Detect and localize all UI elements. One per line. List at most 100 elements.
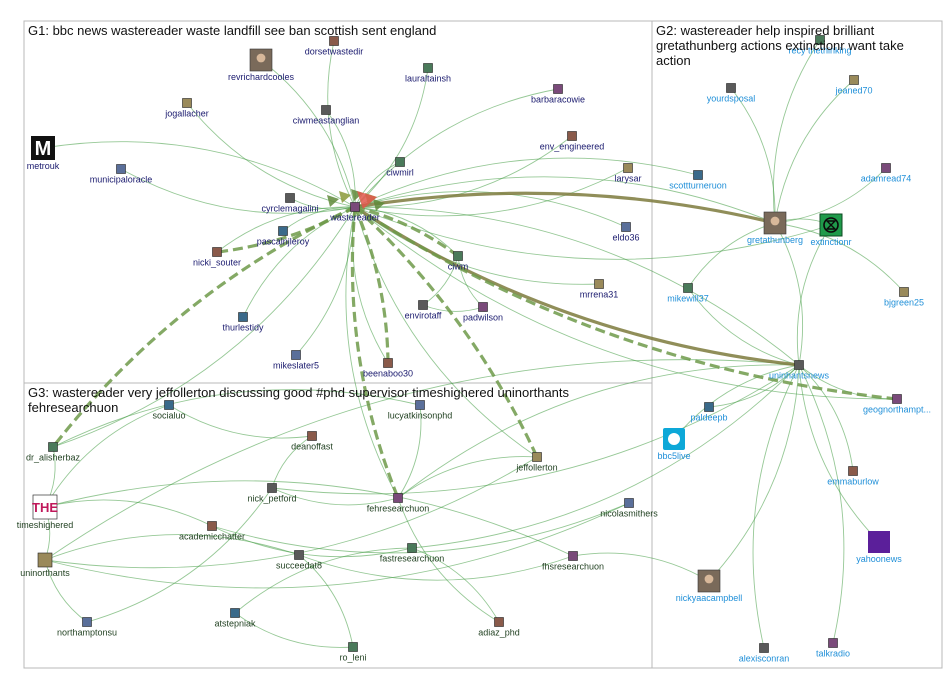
edge-thurlestidy-wastereader	[242, 206, 356, 318]
node-ciwmirl[interactable]: ciwmirl	[386, 157, 414, 178]
edge-nicolasmithers-uninorthants	[44, 502, 630, 589]
node-dr_alisherbaz[interactable]: dr_alisherbaz	[26, 442, 81, 463]
node-label: metrouk	[27, 161, 60, 171]
node-label: uninorthants	[20, 568, 70, 578]
node-nicolasmithers[interactable]: nicolasmithers	[600, 498, 658, 519]
node-padwilson[interactable]: padwilson	[463, 302, 503, 323]
avatar-icon	[285, 193, 295, 203]
avatar-icon	[383, 358, 393, 368]
node-uninorthants[interactable]: uninorthants	[20, 552, 70, 578]
avatar-icon	[494, 617, 504, 627]
edge-emmaburlow-uninhantsnews	[798, 364, 854, 472]
node-jogallacher[interactable]: jogallacher	[164, 98, 209, 119]
node-yahoonews[interactable]: yahoonews	[856, 531, 902, 564]
node-nicki_souter[interactable]: nicki_souter	[193, 247, 241, 268]
node-lauraltainsh[interactable]: lauraltainsh	[405, 63, 451, 84]
node-geognorthampt[interactable]: geognorthampt...	[863, 394, 931, 415]
node-label: jeaned70	[834, 86, 872, 96]
node-dorsetwastedir[interactable]: dorsetwastedir	[305, 36, 364, 57]
node-env_engineered[interactable]: env_engineered	[540, 131, 605, 152]
node-nickyaacampbell[interactable]: nickyaacampbell	[676, 569, 743, 603]
avatar-icon	[238, 312, 248, 322]
node-label: timeshighered	[17, 520, 74, 530]
node-cyrclemagalini[interactable]: cyrclemagalini	[261, 193, 319, 214]
edge-jeffollerton-fehresearchuon	[397, 456, 538, 499]
avatar-icon	[567, 131, 577, 141]
node-bbc5live[interactable]: bbc5live	[657, 428, 691, 461]
node-talkradio[interactable]: talkradio	[816, 638, 850, 659]
node-revrichardcooles[interactable]: revrichardcooles	[228, 48, 295, 82]
node-atstepniak[interactable]: atstepniak	[214, 608, 256, 629]
node-ciwmeastanglian[interactable]: ciwmeastanglian	[293, 105, 360, 126]
edge-adamread74-gretathunberg	[774, 167, 887, 224]
group-title-g2: G2: wastereader help inspired brilliant …	[656, 23, 908, 68]
node-deanoffast[interactable]: deanoffast	[291, 431, 333, 452]
avatar-icon	[423, 63, 433, 73]
node-beenaboo30[interactable]: beenaboo30	[363, 358, 413, 379]
node-mrrena31[interactable]: mrrena31	[580, 279, 619, 300]
edge-uninhantsnews-nick_petford	[271, 364, 800, 495]
node-adamread74[interactable]: adamread74	[861, 163, 912, 184]
edge-uninhantsnews-gretathunberg	[774, 222, 803, 366]
node-municipaloracle[interactable]: municipaloracle	[90, 164, 153, 185]
node-envirotaff[interactable]: envirotaff	[405, 300, 442, 321]
weighted-edge-wastereader-gretathunberg	[354, 191, 776, 225]
edge-larysar-wastereader	[354, 167, 629, 217]
node-label: mrrena31	[580, 290, 619, 300]
node-jeffollerton[interactable]: jeffollerton	[515, 452, 558, 473]
node-ro_leni[interactable]: ro_leni	[339, 642, 367, 663]
node-barbaracowie[interactable]: barbaracowie	[531, 84, 585, 105]
node-paldeepb[interactable]: paldeepb	[690, 402, 728, 423]
node-uninhantsnews[interactable]: uninhantsnews	[769, 360, 830, 381]
avatar-icon	[164, 400, 174, 410]
node-label: ciwm	[448, 262, 469, 272]
node-adiaz_phd[interactable]: adiaz_phd	[478, 617, 520, 638]
node-label: mikewill37	[667, 294, 709, 304]
node-label: fehresearchuon	[367, 504, 430, 514]
node-yourdsposal[interactable]: yourdsposal	[707, 83, 756, 104]
avatar-icon	[624, 498, 634, 508]
node-label: barbaracowie	[531, 95, 585, 105]
node-pascalnjleroy[interactable]: pascalnjleroy	[257, 226, 310, 247]
node-extinctionr[interactable]: extinctionr	[810, 213, 852, 247]
node-label: nicolasmithers	[600, 509, 658, 519]
node-wastereader[interactable]: wastereader	[329, 202, 380, 223]
node-label: larysar	[614, 174, 641, 184]
node-label: uninhantsnews	[769, 371, 830, 381]
node-label: jogallacher	[164, 109, 209, 119]
node-eldo36[interactable]: eldo36	[612, 222, 640, 243]
node-mikeslater5[interactable]: mikeslater5	[273, 350, 319, 371]
node-bjgreen25[interactable]: bjgreen25	[884, 287, 924, 308]
node-fhsresearchuon[interactable]: fhsresearchuon	[542, 551, 604, 572]
edge-jeffollerton-uninorthants	[44, 456, 538, 569]
node-recythethinking[interactable]: recy thethinking	[788, 35, 852, 56]
node-succeedat8[interactable]: succeedat8	[276, 550, 322, 571]
metro-logo-icon: M	[31, 136, 55, 160]
node-fehresearchuon[interactable]: fehresearchuon	[367, 493, 430, 514]
node-mikewill37[interactable]: mikewill37	[667, 283, 709, 304]
node-ciwm[interactable]: ciwm	[448, 251, 469, 272]
node-lucyatkinsonphd[interactable]: lucyatkinsonphd	[388, 400, 453, 421]
node-thurlestidy[interactable]: thurlestidy	[222, 312, 264, 333]
node-jeaned70[interactable]: jeaned70	[834, 75, 873, 96]
node-socialuo[interactable]: socialuo	[152, 400, 186, 421]
node-nick_petford[interactable]: nick_petford	[247, 483, 297, 504]
node-larysar[interactable]: larysar	[614, 163, 642, 184]
group-title-g1: G1: bbc news wastereader waste landfill …	[28, 23, 436, 38]
node-emmaburlow[interactable]: emmaburlow	[827, 466, 879, 487]
node-alexisconran[interactable]: alexisconran	[739, 643, 790, 664]
node-northamptonsu[interactable]: northamptonsu	[57, 617, 117, 638]
node-fastresearchuon[interactable]: fastresearchuon	[380, 543, 445, 564]
node-gretathunberg[interactable]: gretathunberg	[747, 211, 803, 245]
group-box-g1	[23, 20, 653, 384]
person-photo-icon	[763, 211, 787, 235]
node-scottturneruon[interactable]: scottturneruon	[669, 170, 727, 191]
node-academicchatter[interactable]: academicchatter	[179, 521, 245, 542]
group-title-g3-line-2: fehresearchuon	[28, 400, 118, 415]
avatar-icon	[37, 552, 53, 568]
avatar-icon	[294, 550, 304, 560]
edge-recythethinking-gretathunberg	[772, 39, 821, 224]
